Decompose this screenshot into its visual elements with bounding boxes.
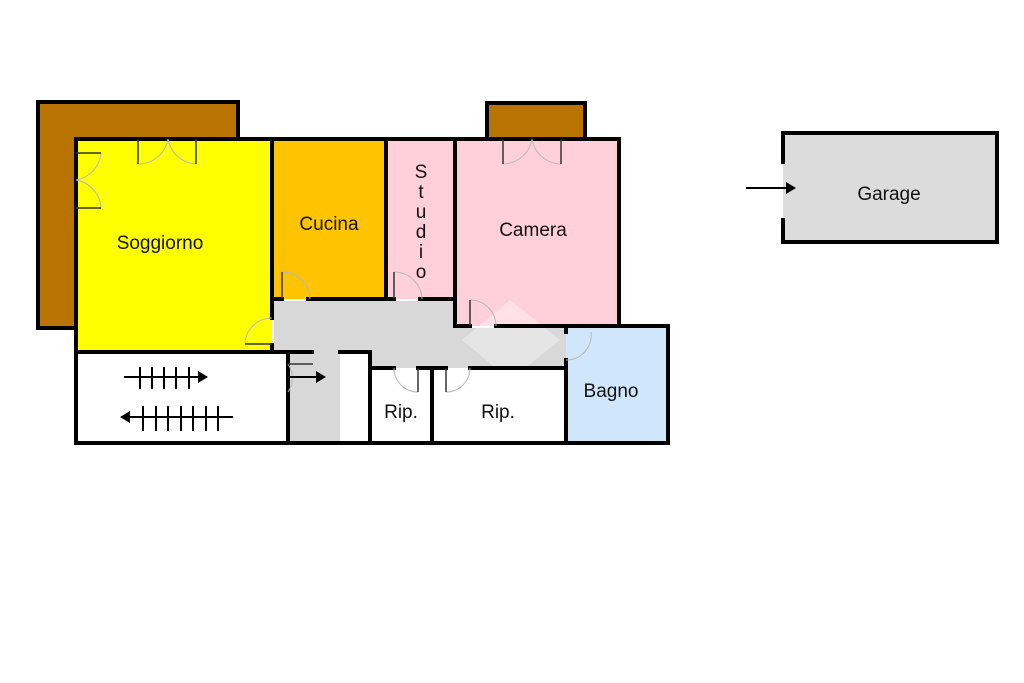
room-camera [457,139,619,326]
label-studio-letter: t [418,182,424,203]
stairs-down-arrow [120,406,233,431]
label-garage: Garage [857,184,920,205]
label-studio: S t u d i o [415,162,428,283]
watermark-logo [462,300,560,380]
label-soggiorno: Soggiorno [117,233,204,254]
terrace-camera [485,101,587,141]
garage-walls [781,131,999,244]
room-cucina [274,139,386,299]
label-studio-letter: i [419,242,423,263]
label-cucina: Cucina [299,214,359,235]
label-camera: Camera [499,220,567,241]
label-bagno: Bagno [584,381,639,402]
entrance-arrow [290,371,326,383]
room-soggiorno [76,139,272,351]
label-rip-1: Rip. [384,402,418,423]
label-rip-2: Rip. [481,402,515,423]
stairs-up-arrow [124,367,208,389]
garage-entrance-arrow [746,182,796,194]
label-studio-letter: S [415,162,428,183]
room-bagno [566,328,668,443]
label-studio-letter: d [416,222,427,243]
room-rip-1 [372,370,432,443]
walls [74,137,670,445]
room-rip-2 [434,370,566,443]
corridor [274,301,566,443]
doors [75,138,592,393]
label-studio-letter: o [416,262,427,283]
room-garage [783,133,997,242]
label-studio-letter: u [416,202,427,223]
